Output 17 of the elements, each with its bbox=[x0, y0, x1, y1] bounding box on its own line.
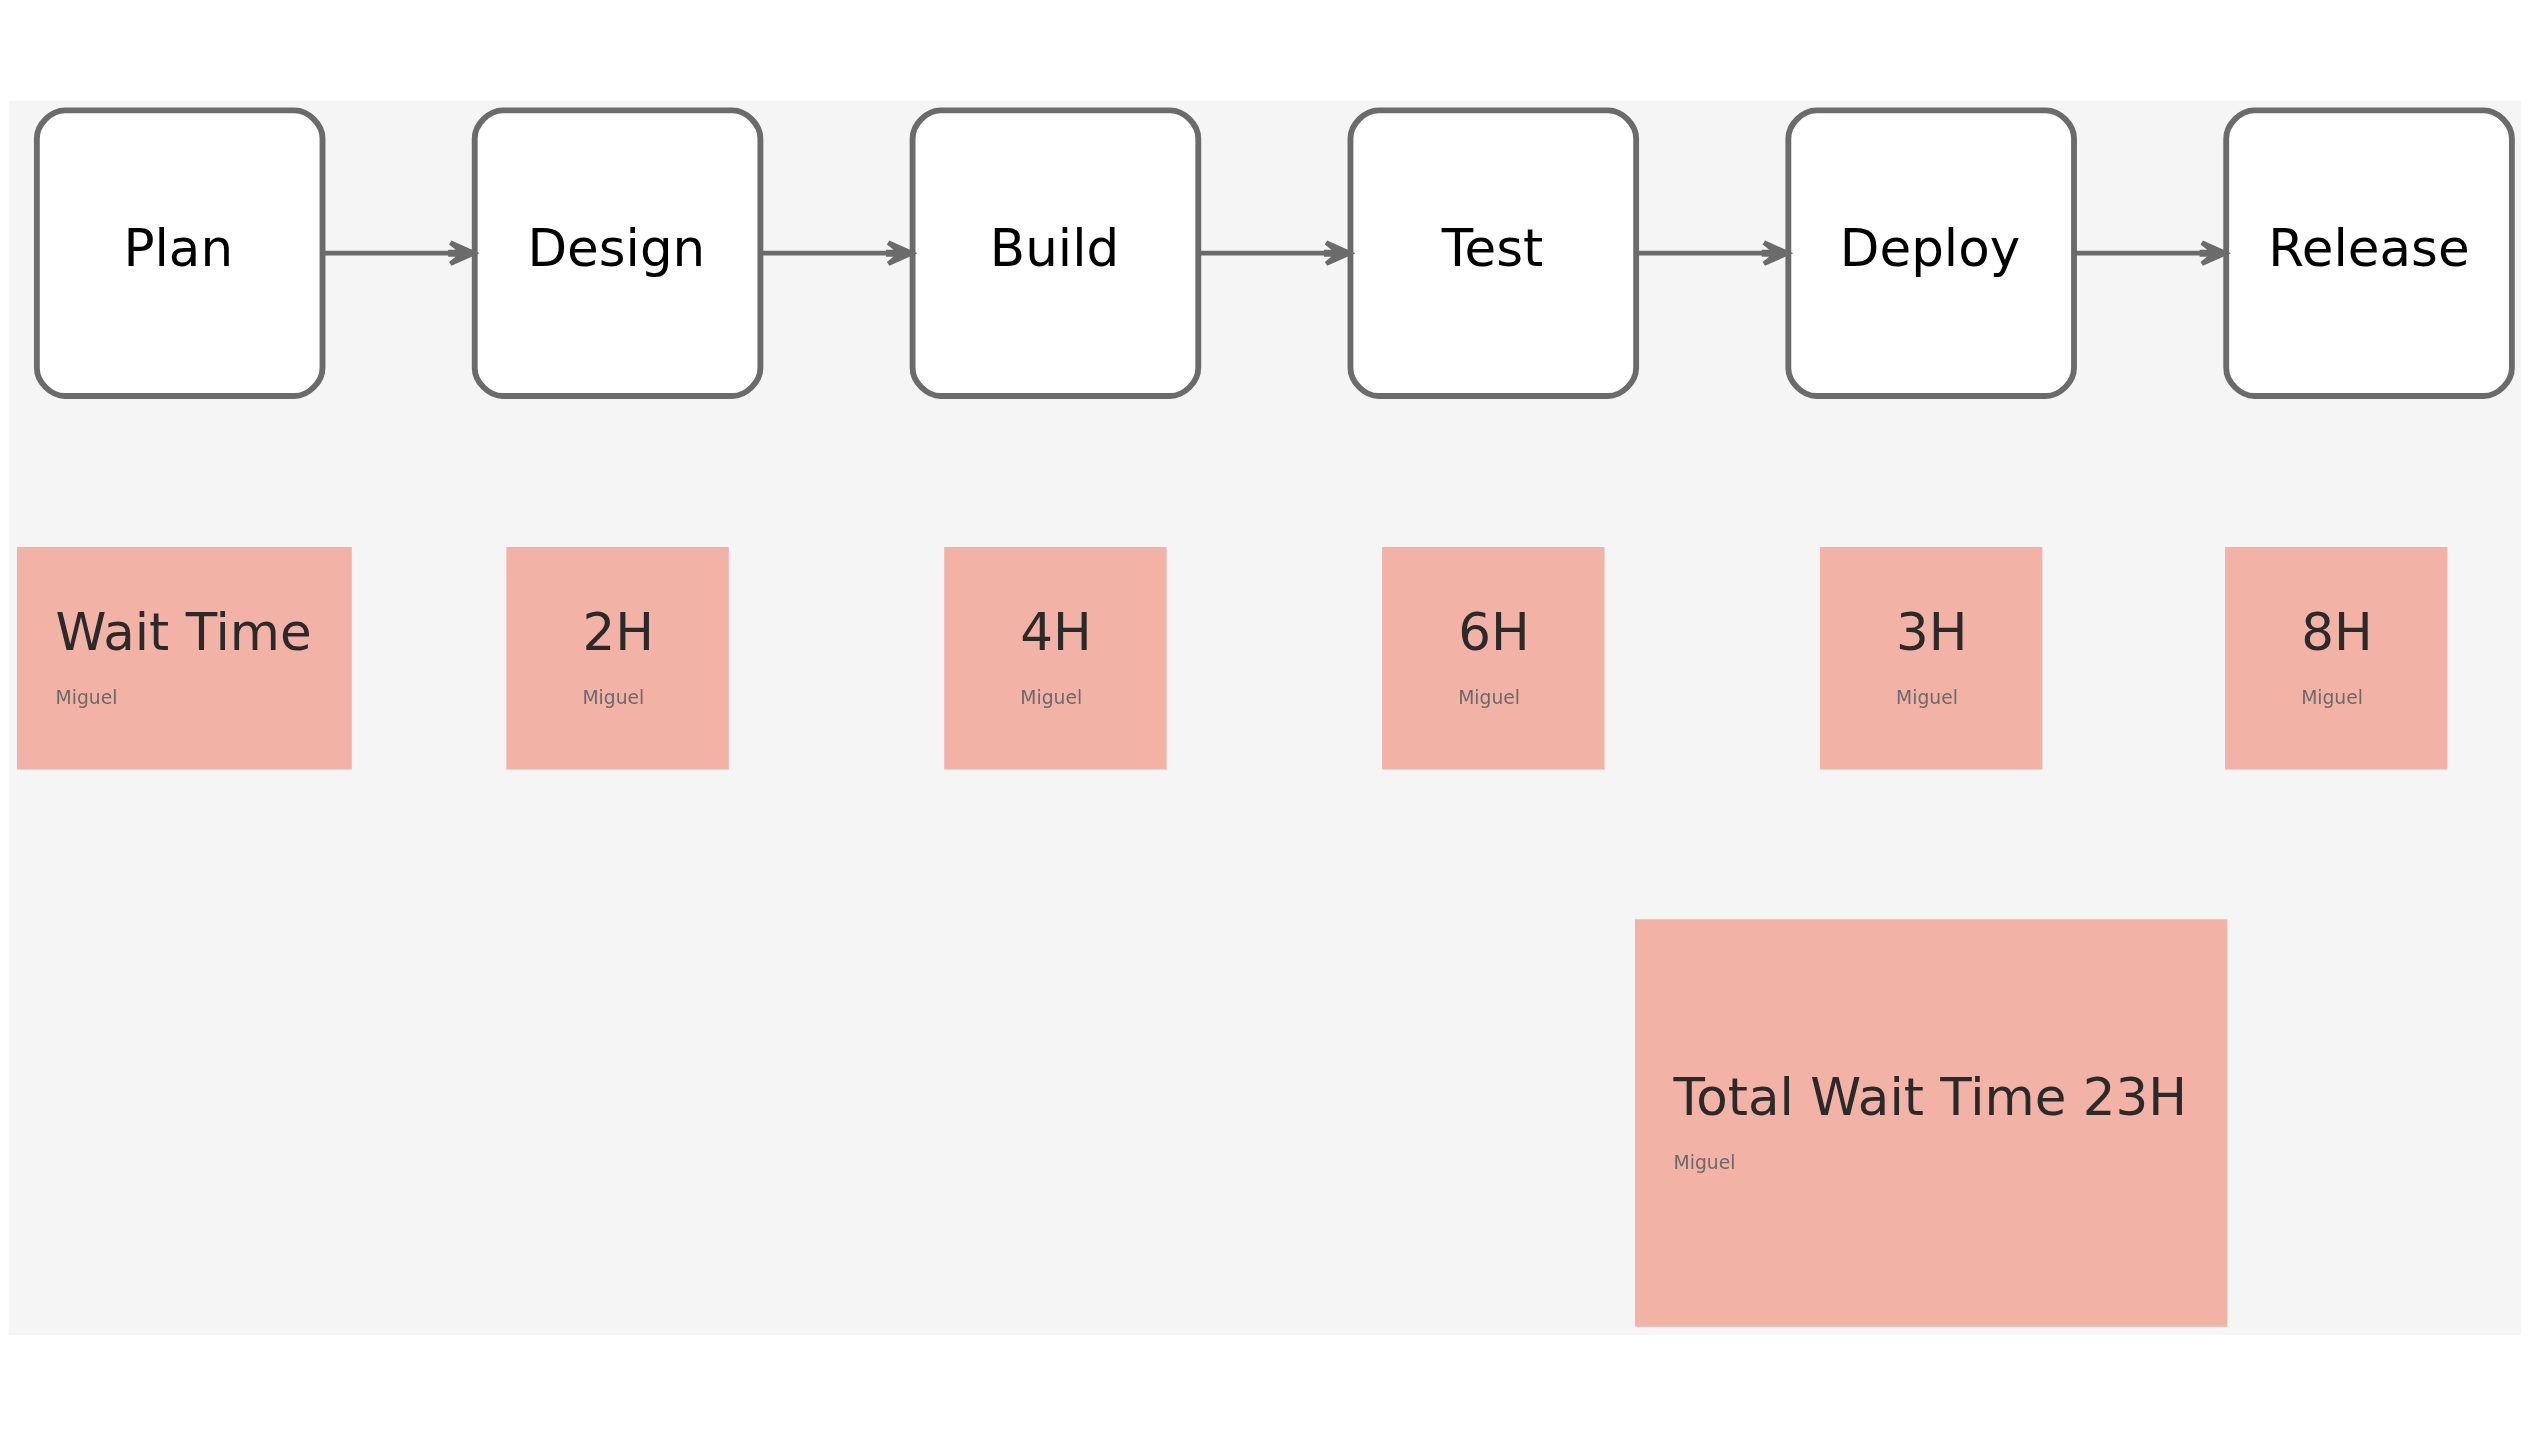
arrow bbox=[761, 240, 915, 267]
node-box: Wait Time Miguel bbox=[16, 547, 352, 770]
node-box: 2H Miguel bbox=[506, 547, 729, 770]
node-box: Total Wait Time 23H Miguel bbox=[1634, 919, 2228, 1327]
arrow bbox=[1637, 240, 1790, 267]
node-box: 4H Miguel bbox=[944, 547, 1167, 770]
node-box: 6H Miguel bbox=[1382, 547, 1605, 770]
node-box: Design bbox=[471, 107, 764, 399]
node-box: Deploy bbox=[1785, 107, 2077, 399]
node-box: Plan bbox=[33, 107, 326, 399]
node-box: Test bbox=[1347, 107, 1640, 399]
node-box: 8H Miguel bbox=[2225, 547, 2448, 770]
arrow bbox=[2074, 240, 2228, 267]
node-box: 3H Miguel bbox=[1819, 547, 2043, 770]
arrow bbox=[323, 240, 477, 267]
node-box: Release bbox=[2223, 107, 2515, 399]
node-box: Build bbox=[909, 107, 1202, 399]
